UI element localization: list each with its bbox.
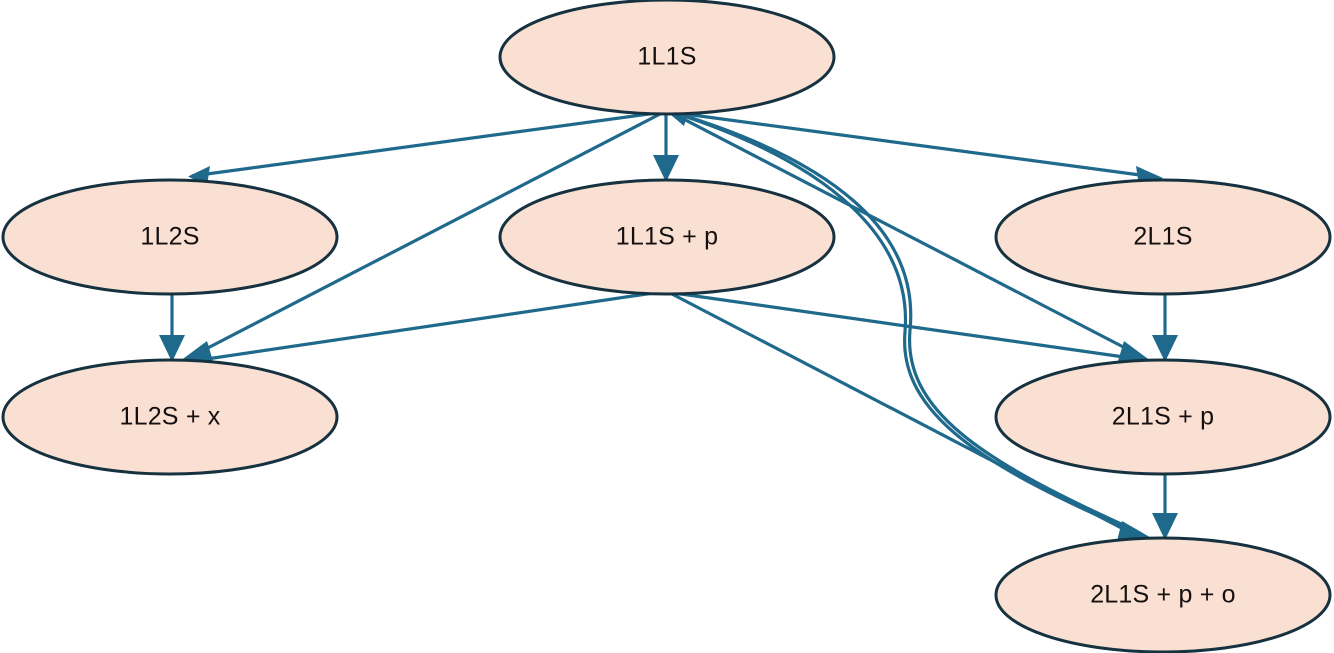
edge-line bbox=[671, 111, 1132, 353]
edge-1L1S-to-1L1S-p[interactable] bbox=[653, 114, 679, 182]
arrowhead-icon bbox=[159, 335, 185, 362]
edge-1L1S-p-to-1L2S-x[interactable] bbox=[176, 290, 661, 371]
node-shape bbox=[1, 358, 339, 476]
edge-line bbox=[191, 110, 665, 178]
node-shape bbox=[498, 178, 836, 296]
node-shape bbox=[994, 536, 1332, 653]
node-2L1S[interactable]: 2L1S bbox=[994, 178, 1332, 296]
node-1L1S-p[interactable]: 1L1S + p bbox=[498, 178, 836, 296]
arrowhead-icon bbox=[1152, 513, 1178, 540]
node-1L2S[interactable]: 1L2S bbox=[1, 178, 339, 296]
node-2L1S-p-o[interactable]: 2L1S + p + o bbox=[994, 536, 1332, 653]
edge-line bbox=[673, 291, 1132, 360]
node-shape bbox=[994, 358, 1332, 476]
arrowhead-icon bbox=[653, 155, 679, 182]
edge-2L1S-to-2L1S-p[interactable] bbox=[1152, 295, 1178, 362]
edge-line bbox=[199, 111, 663, 354]
edge-1L2S-to-1L2S-x[interactable] bbox=[159, 295, 185, 362]
edge-line bbox=[669, 110, 1141, 177]
edge-layer bbox=[159, 106, 1178, 545]
node-1L2S-x[interactable]: 1L2S + x bbox=[1, 358, 339, 476]
edge-2L1S-p-to-2L1S-p-o[interactable] bbox=[1152, 475, 1178, 540]
edge-line bbox=[199, 290, 661, 362]
arrowhead-icon bbox=[1152, 335, 1178, 362]
node-shape bbox=[994, 178, 1332, 296]
node-1L1S[interactable]: 1L1S bbox=[498, 0, 836, 116]
edge-line bbox=[671, 292, 1132, 535]
node-shape bbox=[1, 178, 339, 296]
edge-line bbox=[675, 111, 1131, 530]
node-shape bbox=[498, 0, 836, 116]
node-2L1S-p[interactable]: 2L1S + p bbox=[994, 358, 1332, 476]
